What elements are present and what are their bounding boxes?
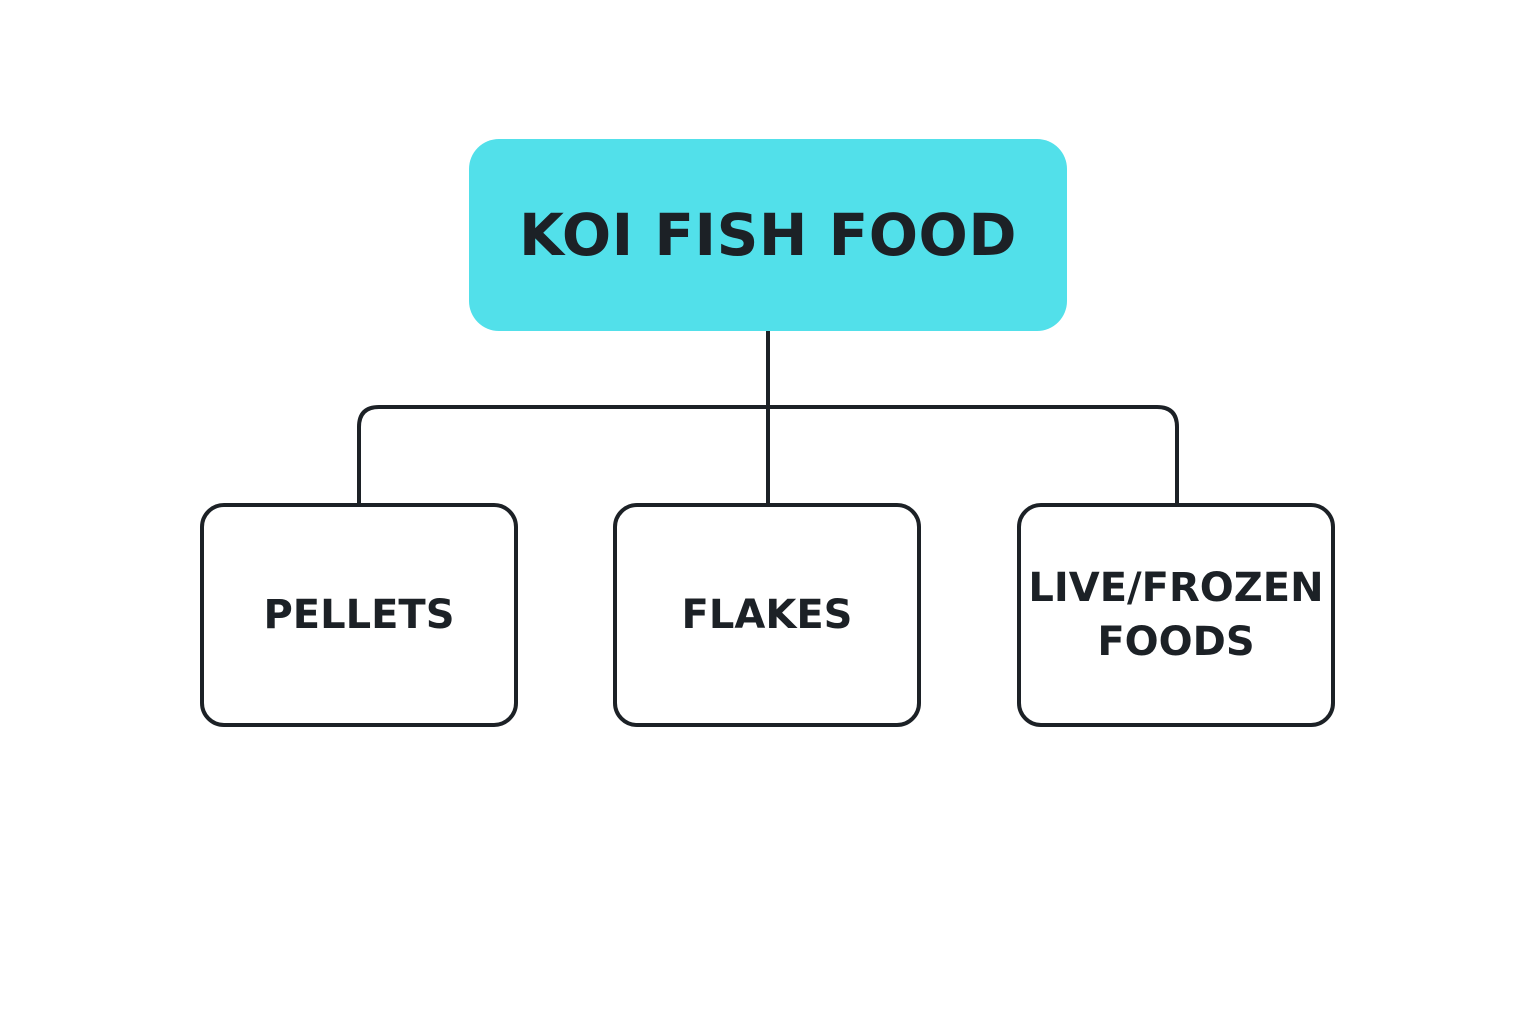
child-node-label: FLAKES (681, 592, 853, 638)
child-node-flakes: FLAKES (613, 503, 921, 727)
child-node-label-line-2: FOODS (1097, 619, 1255, 665)
child-node-live-frozen-foods: LIVE/FROZEN FOODS (1017, 503, 1335, 727)
child-node-label: PELLETS (263, 592, 455, 638)
child-node-label-line-1: LIVE/FROZEN (1028, 565, 1324, 611)
child-node-pellets: PELLETS (200, 503, 518, 727)
root-node-label: KOI FISH FOOD (519, 201, 1017, 269)
connector-horizontal-bar (357, 405, 1179, 505)
root-node-koi-fish-food: KOI FISH FOOD (469, 139, 1067, 331)
